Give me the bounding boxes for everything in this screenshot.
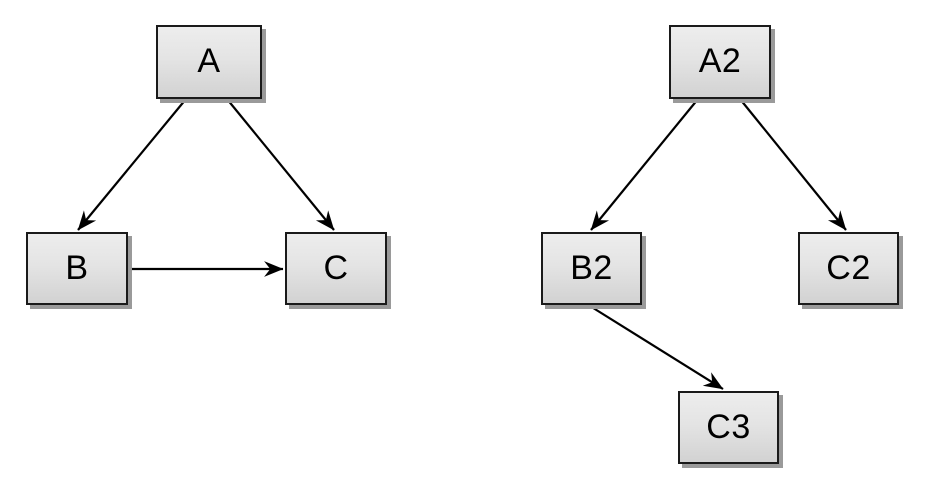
node-c3-label: C3 <box>706 407 751 446</box>
edge-b2-to-c3 <box>589 305 724 390</box>
node-a2[interactable]: A2 <box>669 25 771 99</box>
node-a-label: A <box>197 42 221 80</box>
node-c-label: C <box>323 248 349 287</box>
node-b-label: B <box>65 248 89 287</box>
edge-a2-to-b2 <box>590 98 699 231</box>
node-b2[interactable]: B2 <box>541 232 642 305</box>
node-a2-label: A2 <box>698 42 742 80</box>
node-a[interactable]: A <box>156 25 262 99</box>
node-c3[interactable]: C3 <box>678 391 779 464</box>
node-b2-label: B2 <box>570 248 613 287</box>
edge-a2-to-c2 <box>739 98 847 231</box>
node-c[interactable]: C <box>285 232 387 305</box>
edge-a-to-c <box>226 98 335 231</box>
node-b[interactable]: B <box>26 232 128 305</box>
node-c2[interactable]: C2 <box>798 232 899 305</box>
edge-group <box>77 98 847 390</box>
edge-a-to-b <box>77 98 187 231</box>
node-c2-label: C2 <box>826 248 871 287</box>
